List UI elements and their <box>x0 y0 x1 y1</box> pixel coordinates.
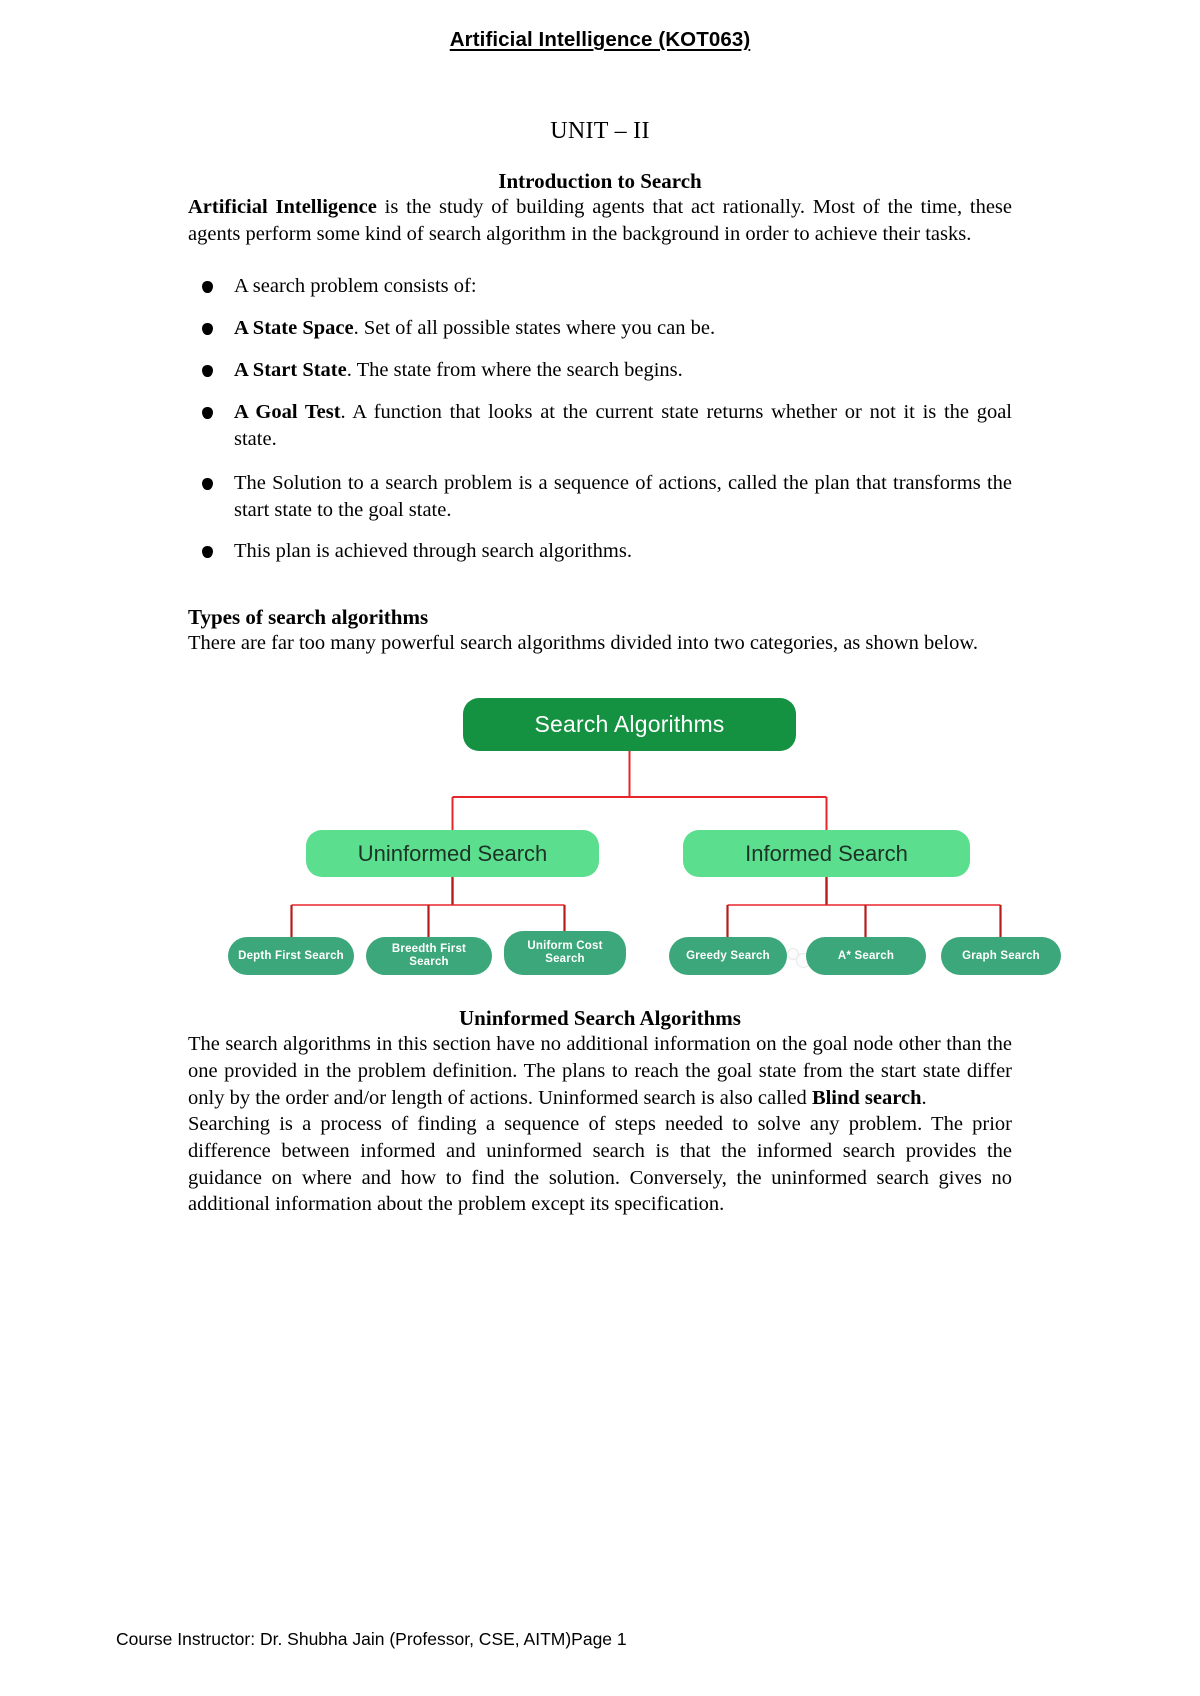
diagram-node-a-star-search: A* Search <box>806 937 926 976</box>
list-item: A Start State. The state from where the … <box>188 357 1012 384</box>
search-algorithms-diagram: Search Algorithms Uninformed Search Info… <box>0 690 1200 980</box>
list-item-text: The Solution to a search problem is a se… <box>234 471 1012 521</box>
diagram-node-depth-first-search: Depth First Search <box>228 937 354 976</box>
section-heading: Introduction to Search <box>498 169 702 193</box>
list-item-lead: A State Space <box>234 317 354 340</box>
diagram-node-label: Search Algorithms <box>534 711 725 738</box>
diagram-connectors <box>290 751 1002 938</box>
diagram-node-graph-search: Graph Search <box>941 937 1061 976</box>
bullet-icon <box>202 365 213 378</box>
content-column-lower: The search algorithms in this section ha… <box>188 1031 1012 1217</box>
list-item: The Solution to a search problem is a se… <box>188 470 1012 524</box>
diagram-node-label: Uniform Cost Search <box>527 940 603 966</box>
diagram-node-label: Graph Search <box>962 949 1040 962</box>
uninformed-p1-a: The search algorithms in this section ha… <box>188 1033 1012 1109</box>
page-title-text: Artificial Intelligence (KOT063) <box>449 28 751 51</box>
types-heading: Types of search algorithms <box>188 604 429 629</box>
diagram-node-uniform-cost-search: Uniform Cost Search <box>504 931 626 976</box>
diagram-node-label: Informed Search <box>745 840 908 866</box>
list-item-text: . Set of all possible states where you c… <box>353 317 716 340</box>
unit-heading: UNIT – II <box>550 118 650 144</box>
list-item: A search problem consists of: <box>188 273 1012 300</box>
list-item: A State Space. Set of all possible state… <box>188 315 1012 342</box>
diagram-node-informed-search: Informed Search <box>683 830 970 878</box>
list-item: This plan is achieved through search alg… <box>188 538 1012 565</box>
uninformed-p1-bold: Blind search <box>811 1086 922 1109</box>
bullet-icon <box>202 323 213 336</box>
list-item-text: . The state from where the search begins… <box>346 359 683 382</box>
uninformed-paragraph-2: Searching is a process of finding a sequ… <box>188 1113 1012 1216</box>
intro-lead: Artificial Intelligence <box>188 196 377 218</box>
diagram-node-greedy-search: Greedy Search <box>669 937 787 976</box>
diagram-node-search-algorithms: Search Algorithms <box>463 698 796 752</box>
content-column: Artificial Intelligence is the study of … <box>188 194 1012 656</box>
list-item-lead: A Start State <box>234 359 347 382</box>
diagram-node-label: Uninformed Search <box>357 840 548 866</box>
list-item: A Goal Test. A function that looks at th… <box>188 399 1012 453</box>
bullet-icon <box>202 545 213 558</box>
search-problem-list: A search problem consists of: A State Sp… <box>188 273 1012 564</box>
bullet-icon <box>202 281 213 294</box>
diagram-node-uninformed-search: Uninformed Search <box>306 830 599 878</box>
list-item-lead: A Goal Test <box>234 401 341 424</box>
page-footer: Course Instructor: Dr. Shubha Jain (Prof… <box>116 1629 627 1649</box>
diagram-node-breadth-first-search: Breedth First Search <box>366 937 492 976</box>
uninformed-p1-b: . <box>921 1086 927 1109</box>
types-paragraph: There are far too many powerful search a… <box>188 631 978 654</box>
diagram-node-label: Depth First Search <box>238 949 344 962</box>
diagram-node-label: Greedy Search <box>686 949 770 962</box>
list-item-text: This plan is achieved through search alg… <box>234 539 632 562</box>
bullet-icon <box>202 477 213 490</box>
bullet-icon <box>202 407 213 420</box>
list-item-text: A search problem consists of: <box>234 275 477 298</box>
diagram-node-label: Breedth First Search <box>391 943 467 969</box>
list-item-text: . A function that looks at the current s… <box>234 401 1012 451</box>
intro-paragraph: Artificial Intelligence is the study of … <box>188 194 1012 247</box>
uninformed-heading: Uninformed Search Algorithms <box>459 1006 741 1031</box>
diagram-node-label: A* Search <box>837 949 895 962</box>
intro-text: is the study of building agents that act… <box>188 196 1012 245</box>
page-title: Artificial Intelligence (KOT063) <box>0 0 1200 52</box>
uninformed-paragraph-1: The search algorithms in this section ha… <box>188 1031 1012 1111</box>
